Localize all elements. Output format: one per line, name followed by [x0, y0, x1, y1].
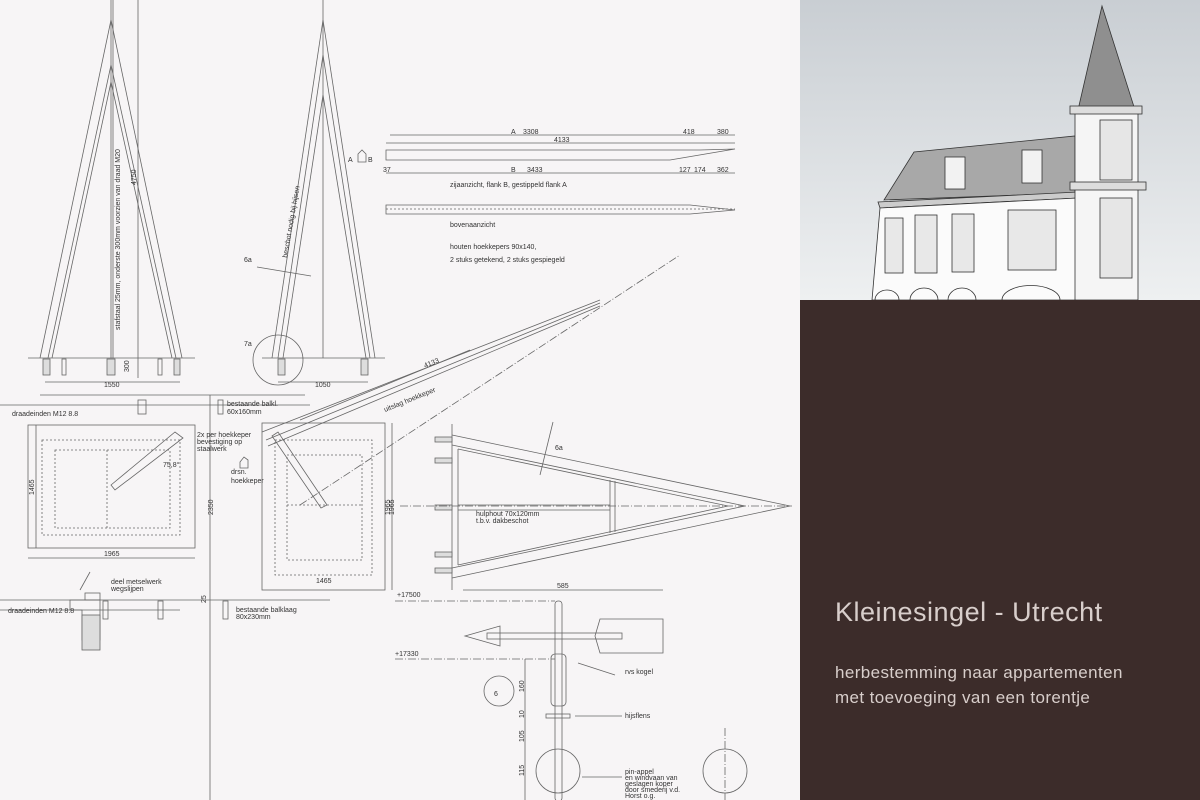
rafter-detail: A 3308 418 380 4133 37 B 3433 127 174 36… [383, 129, 736, 264]
drawing-label: 115 [519, 765, 526, 776]
drawing-label: 1550 [104, 382, 120, 389]
weather-vane-6: +17330 6 rvs kogel hijsflens 160 10 105 … [395, 600, 748, 800]
drawing-label: +17500 [397, 592, 421, 599]
drawing-label: 1965 [104, 551, 120, 558]
drawing-label: deel metselwerk [111, 579, 162, 586]
spire-elevation-2: 1050 6a 7a beschot nodig bij hijsen A B [244, 0, 385, 389]
drawing-label: 2350 [208, 499, 215, 515]
drawing-label: 1465 [316, 578, 332, 585]
drawing-label: houten hoekkepers 90x140, [450, 244, 536, 251]
drawing-label: en windvaan van [625, 775, 678, 782]
drawing-label: 37 [383, 167, 391, 174]
drawing-label: stafstaal 25mm, onderste 300mm voorzien … [115, 149, 122, 330]
drawing-label: 4750 [131, 169, 138, 185]
drawing-label: 1965 [385, 499, 392, 515]
building-render [800, 0, 1200, 300]
drawing-label: geslagen koper [625, 781, 674, 788]
project-title: Kleinesingel - Utrecht [835, 597, 1103, 627]
drawing-label: staalwerk [197, 446, 227, 453]
drawing-label: 585 [557, 583, 569, 590]
drawing-label: 1465 [29, 479, 36, 495]
drawing-label: 75,8° [163, 461, 180, 469]
drawing-label: hijsflens [625, 713, 651, 720]
drawing-label: 80x230mm [236, 614, 271, 621]
plan-left: draadeinden M12 8.8 1465 1965 2x per hoe… [0, 394, 310, 800]
drawing-label: 7a [244, 341, 252, 348]
drawing-label: 2 stuks getekend, 2 stuks gespiegeld [450, 257, 565, 264]
drawing-label: 105 [519, 730, 526, 742]
drawing-label: hoekkeper [231, 478, 264, 485]
drawing-label: 2x per hoekkeper [197, 432, 252, 439]
drawing-label: +17330 [395, 651, 419, 658]
detail-marker [483, 675, 515, 707]
drawing-label: 1050 [315, 382, 331, 389]
drawing-label: B [368, 157, 373, 164]
drawing-label: 3433 [527, 167, 543, 174]
drawing-label: B [511, 167, 516, 174]
drawing-label: Horst o.g. [625, 793, 655, 800]
drawing-label: 1965 [389, 499, 396, 515]
drawing-label: 10 [519, 710, 526, 718]
drawing-label: 174 [694, 167, 706, 174]
drawing-label: 6a [244, 257, 252, 264]
drawing-label: 60x160mm [227, 409, 262, 416]
drawing-label: 380 [717, 129, 729, 136]
drawing-label: A [348, 157, 353, 164]
drawing-label: 127 [679, 167, 691, 174]
drawing-label: 362 [717, 167, 729, 174]
drawing-label: 4133 [423, 357, 440, 369]
drawing-label: bovenaanzicht [450, 222, 495, 229]
drawing-label: 4133 [554, 137, 570, 144]
drawing-label: door smederij v.d. [625, 787, 680, 794]
drawing-label: bevestiging op [197, 439, 242, 446]
drawing-label: beschot nodig bij hijsen [282, 185, 302, 258]
drawing-label: rvs kogel [625, 669, 653, 676]
drawing-label: bestaande balkl. [227, 401, 278, 408]
drawing-label: A [511, 129, 516, 136]
drawing-label: 160 [519, 680, 526, 692]
drawing-label: zijaanzicht, flank B, gestippeld flank A [450, 182, 567, 189]
drawing-label: pin-appel [625, 769, 654, 776]
truss-6a: 6a hulphout 70x120mm t.b.v. dakbeschot 1… [389, 421, 792, 591]
drawing-label: bestaande balklaag [236, 607, 297, 614]
project-description-line-1: herbestemming naar appartementen [835, 663, 1123, 682]
drawing-label: draadeinden M12 8.8 [8, 608, 74, 615]
drawing-label: 3308 [523, 129, 539, 136]
drawing-label: 6 [494, 691, 498, 698]
drawing-label: 418 [683, 129, 695, 136]
project-info-panel: Kleinesingel - Utrecht herbestemming naa… [800, 300, 1200, 800]
technical-drawing: 1550 4750 300 stafstaal 25mm, onderste 3… [0, 0, 792, 800]
drawing-label: t.b.v. dakbeschot [476, 518, 528, 525]
drawing-label: hulphout 70x120mm [476, 511, 540, 518]
drawing-label: uitslag hoekkeper [383, 387, 437, 414]
drawing-label: 25 [201, 595, 208, 603]
drawing-label: 300 [124, 360, 131, 372]
spire-elevation-1: 1550 4750 300 stafstaal 25mm, onderste 3… [28, 0, 195, 389]
project-description-line-2: met toevoeging van een torentje [835, 688, 1091, 707]
drawing-label: drsn. [231, 469, 247, 476]
section-detail: deel metselwerk wegslijpen draadeinden M… [0, 571, 555, 651]
drawing-label: 6a [555, 445, 563, 452]
rafter-unfolded: 4133 uitslag hoekkeper [261, 254, 681, 506]
drawing-label: wegslijpen [110, 586, 144, 593]
drawing-label: draadeinden M12 8.8 [12, 411, 78, 418]
plan-right: drsn. hoekkeper 1965 1465 [231, 422, 393, 591]
